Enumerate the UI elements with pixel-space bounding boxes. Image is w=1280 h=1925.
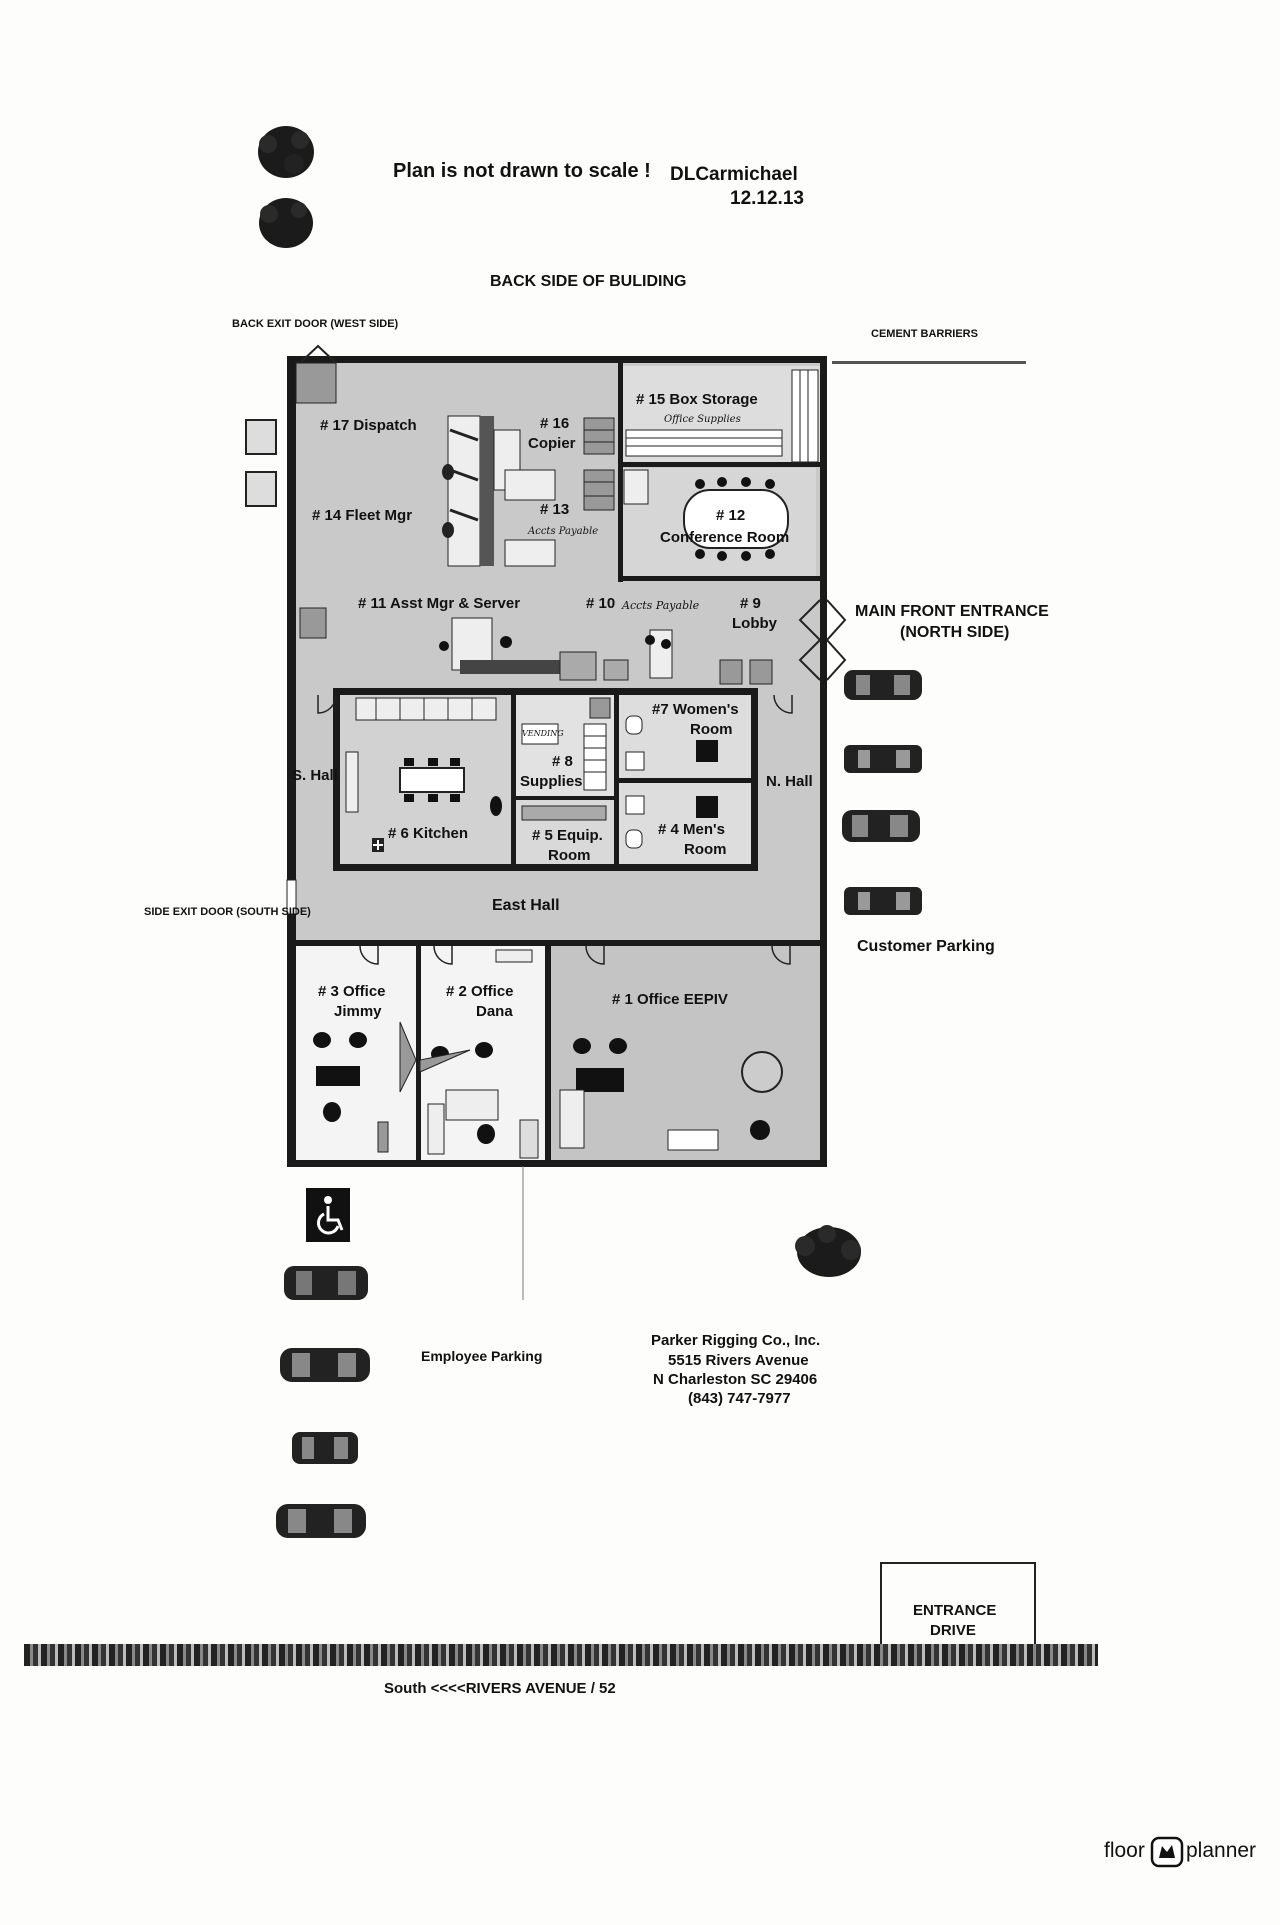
tree-icon bbox=[258, 126, 314, 178]
wall bbox=[333, 688, 340, 870]
outer-wall-north bbox=[287, 356, 827, 363]
room-13-label: # 13 bbox=[540, 501, 570, 518]
car-icon bbox=[844, 670, 922, 700]
s-hall-label: S. Hall bbox=[292, 767, 338, 784]
room-5-name: Room bbox=[548, 847, 591, 864]
room-5-label: # 5 Equip. bbox=[532, 827, 603, 844]
office-1-floor bbox=[551, 946, 820, 1160]
company-street: 5515 Rivers Avenue bbox=[668, 1352, 809, 1369]
cement-barrier-line bbox=[832, 361, 1026, 364]
room-2-name: Dana bbox=[476, 1003, 513, 1020]
room-15-label: # 15 Box Storage bbox=[636, 391, 758, 408]
room-13-sub: Accts Payable bbox=[528, 526, 599, 537]
east-hall-label: East Hall bbox=[492, 897, 560, 914]
car-icon bbox=[844, 745, 922, 773]
wall bbox=[516, 796, 614, 800]
outer-wall-east bbox=[820, 356, 827, 1166]
wall bbox=[333, 864, 758, 871]
author: DLCarmichael bbox=[670, 164, 798, 185]
wall bbox=[416, 946, 421, 1160]
floorplanner-logo-icon bbox=[1150, 1836, 1184, 1868]
car-icon bbox=[292, 1432, 358, 1464]
entrance-drive-label-2: DRIVE bbox=[930, 1622, 976, 1639]
tree-icon bbox=[259, 198, 313, 248]
car-icon bbox=[276, 1504, 366, 1538]
entrance-drive-label: ENTRANCE bbox=[913, 1602, 997, 1619]
employee-parking-label: Employee Parking bbox=[421, 1348, 543, 1364]
wall bbox=[287, 940, 827, 946]
room-10-label: # 10 bbox=[586, 595, 616, 612]
back-side-label: BACK SIDE OF BULIDING bbox=[490, 273, 687, 290]
wall bbox=[614, 695, 619, 865]
company-city: N Charleston SC 29406 bbox=[653, 1371, 818, 1388]
room-7-label: #7 Women's bbox=[652, 701, 739, 718]
main-entrance-label: MAIN FRONT ENTRANCE bbox=[855, 603, 1049, 620]
room-16-label: # 16 bbox=[540, 415, 570, 432]
back-exit-label: BACK EXIT DOOR (WEST SIDE) bbox=[232, 318, 399, 330]
tree-icon bbox=[795, 1225, 861, 1277]
room-2-label: # 2 Office bbox=[446, 983, 514, 1000]
brand-floor: floor bbox=[1104, 1839, 1145, 1862]
room-9-name: Lobby bbox=[732, 615, 777, 632]
wall bbox=[618, 576, 823, 581]
company-phone: (843) 747-7977 bbox=[688, 1390, 791, 1407]
brand-planner: planner bbox=[1186, 1839, 1257, 1862]
car-icon bbox=[284, 1266, 368, 1300]
main-entrance-side: (NORTH SIDE) bbox=[900, 624, 1010, 641]
wall bbox=[618, 363, 623, 466]
wall bbox=[545, 946, 551, 1160]
room-4-label: # 4 Men's bbox=[658, 821, 725, 838]
room-6-label: # 6 Kitchen bbox=[388, 825, 469, 842]
wall bbox=[619, 778, 751, 783]
room-1-label: # 1 Office EEPIV bbox=[612, 991, 728, 1008]
outer-wall-west bbox=[287, 356, 296, 1166]
room-9-label: # 9 bbox=[740, 595, 761, 612]
room-3-label: # 3 Office bbox=[318, 983, 386, 1000]
wall bbox=[511, 695, 516, 865]
car-icon bbox=[844, 887, 922, 915]
customer-parking-label: Customer Parking bbox=[857, 938, 995, 955]
room-16-name: Copier bbox=[528, 435, 576, 452]
car-icon bbox=[280, 1348, 370, 1382]
car-icon bbox=[842, 810, 920, 842]
office-3-floor bbox=[296, 946, 416, 1160]
scale-note: Plan is not drawn to scale ! bbox=[393, 160, 651, 182]
room-15-sub: Office Supplies bbox=[664, 414, 741, 425]
wall bbox=[333, 688, 758, 695]
room-17-label: # 17 Dispatch bbox=[320, 417, 417, 434]
room-10-sub: Accts Payable bbox=[622, 599, 700, 612]
outer-wall-south bbox=[287, 1160, 827, 1167]
room-4-name: Room bbox=[684, 841, 727, 858]
wall bbox=[618, 462, 623, 582]
vending-label: VENDING bbox=[522, 729, 564, 738]
company-name: Parker Rigging Co., Inc. bbox=[651, 1332, 821, 1349]
wall bbox=[751, 688, 758, 871]
side-exit-label: SIDE EXIT DOOR (SOUTH SIDE) bbox=[144, 906, 311, 918]
cement-barriers-label: CEMENT BARRIERS bbox=[871, 328, 978, 340]
road-strip bbox=[24, 1644, 1098, 1666]
room-3-name: Jimmy bbox=[334, 1003, 382, 1020]
entrance-drive-box bbox=[880, 1562, 1036, 1644]
n-hall-label: N. Hall bbox=[766, 773, 813, 790]
room-7-name: Room bbox=[690, 721, 733, 738]
wall bbox=[618, 462, 823, 467]
room-8-name: Supplies bbox=[520, 773, 583, 790]
room-8-label: # 8 bbox=[552, 753, 573, 770]
plan-date: 12.12.13 bbox=[730, 188, 804, 209]
room-11-label: # 11 Asst Mgr & Server bbox=[358, 595, 521, 612]
accessible-parking-icon bbox=[306, 1188, 350, 1242]
room-12-name: Conference Room bbox=[660, 529, 790, 546]
street-label: South <<<<RIVERS AVENUE / 52 bbox=[384, 1680, 616, 1697]
room-12-label: # 12 bbox=[716, 507, 746, 524]
room-14-label: # 14 Fleet Mgr bbox=[312, 507, 413, 524]
